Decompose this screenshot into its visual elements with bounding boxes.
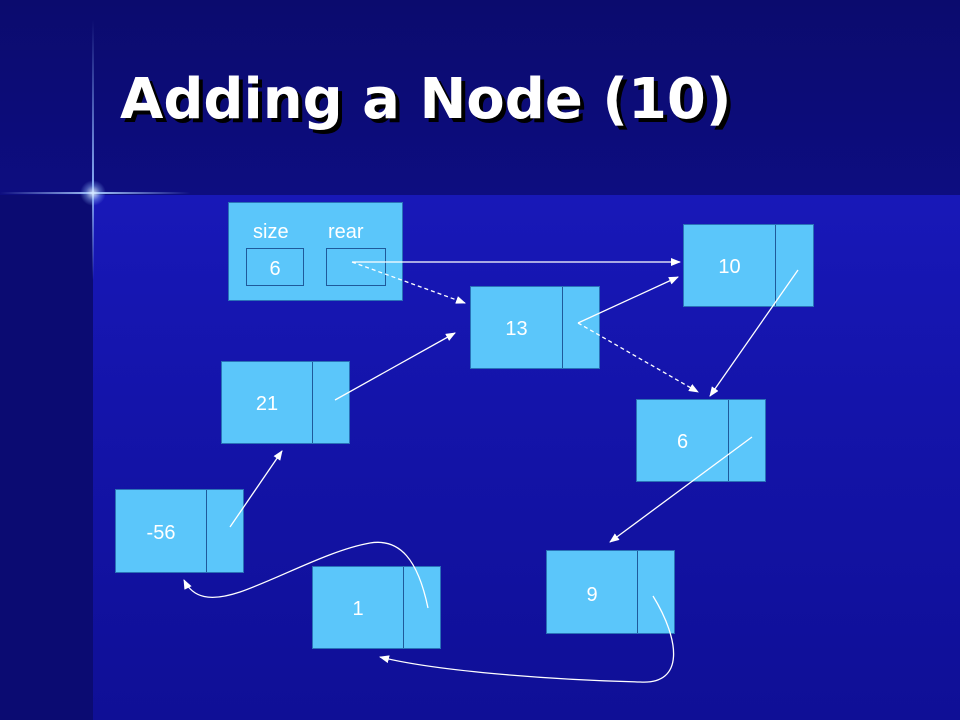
arrow-negative-56-to-21 [229,450,283,528]
node-9: 9 [546,550,675,634]
queue-header-box: size rear 6 [228,202,403,301]
slide-left-band [0,195,93,720]
arrow-6-to-9 [609,436,753,543]
arrow-13-to-10 [577,276,679,324]
node-negative-56: -56 [115,489,244,573]
node-divider [403,567,404,648]
slide-title: Adding a Node (10) [120,67,732,132]
node-value: 6 [676,431,689,453]
arrow-9-to-1 [379,595,675,683]
node-divider [775,225,776,306]
node-value: -56 [146,522,176,544]
node-value: 10 [718,256,741,278]
arrow-21-to-13 [334,332,456,401]
node-6: 6 [636,399,766,482]
arrow-1-to-negative-56 [183,541,429,609]
node-divider [562,287,563,368]
rear-label: rear [328,221,364,243]
node-value: 9 [586,584,598,606]
node-divider [206,490,207,572]
node-10: 10 [683,224,814,307]
light-flare-vertical [92,20,94,280]
node-value: 13 [505,318,528,340]
size-value: 6 [269,258,281,280]
node-divider [728,400,729,481]
arrow-13-to-6-old [577,322,699,393]
arrow-10-to-6 [709,269,799,397]
node-21: 21 [221,361,350,444]
node-divider [637,551,638,633]
node-value: 1 [352,598,364,620]
size-label: size [253,221,289,243]
size-field: 6 [246,248,304,286]
slide-header-background [0,0,960,195]
node-value: 21 [255,393,279,415]
node-divider [312,362,313,443]
rear-field [326,248,386,286]
arrow-rear-to-13-old [351,261,466,304]
light-flare-glow [80,180,106,206]
node-13: 13 [470,286,600,369]
